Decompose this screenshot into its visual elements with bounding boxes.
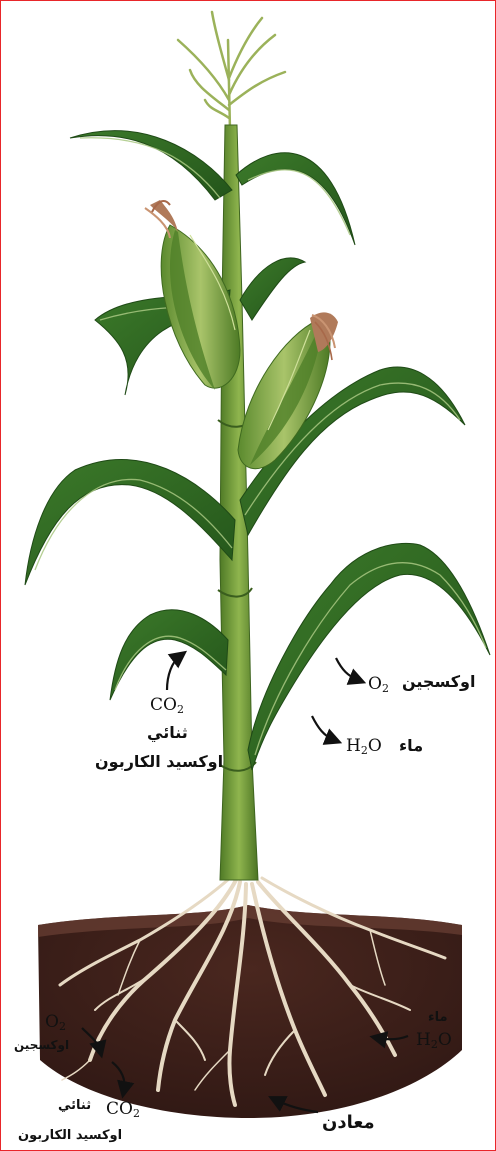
soil-co2-label: CO2 xyxy=(106,1099,140,1120)
o2-arabic: اوكسجين xyxy=(402,672,475,691)
minerals-arabic: معادن xyxy=(322,1112,375,1133)
h2o-label: H2O xyxy=(346,736,382,757)
h2o-arabic: ماء xyxy=(399,736,423,755)
co2-arrow xyxy=(167,656,180,690)
soil-co2-arabic-line2: اوكسيد الكاربون xyxy=(18,1128,122,1143)
co2-arabic-line2: اوكسيد الكاربون xyxy=(95,752,223,771)
o2-label: O2 xyxy=(368,674,389,695)
lower-cob xyxy=(238,312,338,468)
soil xyxy=(38,905,462,1118)
soil-h2o-label: H2O xyxy=(416,1030,452,1051)
soil-co2-arabic-line1: ثنائي xyxy=(58,1098,91,1113)
soil-h2o-arabic: ماء xyxy=(428,1010,448,1025)
co2-arabic-line1: ثنائي xyxy=(147,723,188,742)
tassel xyxy=(178,12,285,130)
soil-o2-label: O2 xyxy=(45,1012,66,1033)
o2-arrow xyxy=(336,658,358,680)
soil-o2-arabic: اوكسجين xyxy=(14,1038,69,1052)
h2o-arrow xyxy=(312,716,334,740)
co2-label: CO2 xyxy=(150,695,184,716)
